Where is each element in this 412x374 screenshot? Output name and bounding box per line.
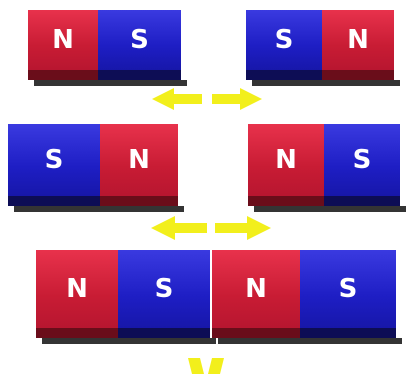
south-pole: S bbox=[8, 124, 100, 206]
magnet-row3-right: N S bbox=[212, 250, 402, 344]
south-pole: S bbox=[324, 124, 400, 206]
attract-arrow-row3 bbox=[188, 358, 224, 374]
magnet-row1-right: S N bbox=[246, 10, 400, 86]
south-pole: S bbox=[300, 250, 396, 338]
south-pole: S bbox=[246, 10, 322, 80]
north-pole: N bbox=[36, 250, 118, 338]
magnet-row2-left: S N bbox=[8, 124, 184, 212]
repel-arrow-row1 bbox=[152, 88, 262, 110]
south-pole: S bbox=[118, 250, 210, 338]
north-pole: N bbox=[28, 10, 98, 80]
repel-arrow-row2 bbox=[151, 216, 271, 240]
magnet-row2-right: N S bbox=[248, 124, 406, 212]
magnet-row1-left: N S bbox=[28, 10, 187, 86]
north-pole: N bbox=[100, 124, 178, 206]
north-pole: N bbox=[248, 124, 324, 206]
north-pole: N bbox=[212, 250, 300, 338]
north-pole: N bbox=[322, 10, 394, 80]
magnet-row3-left: N S bbox=[36, 250, 216, 344]
south-pole: S bbox=[98, 10, 181, 80]
